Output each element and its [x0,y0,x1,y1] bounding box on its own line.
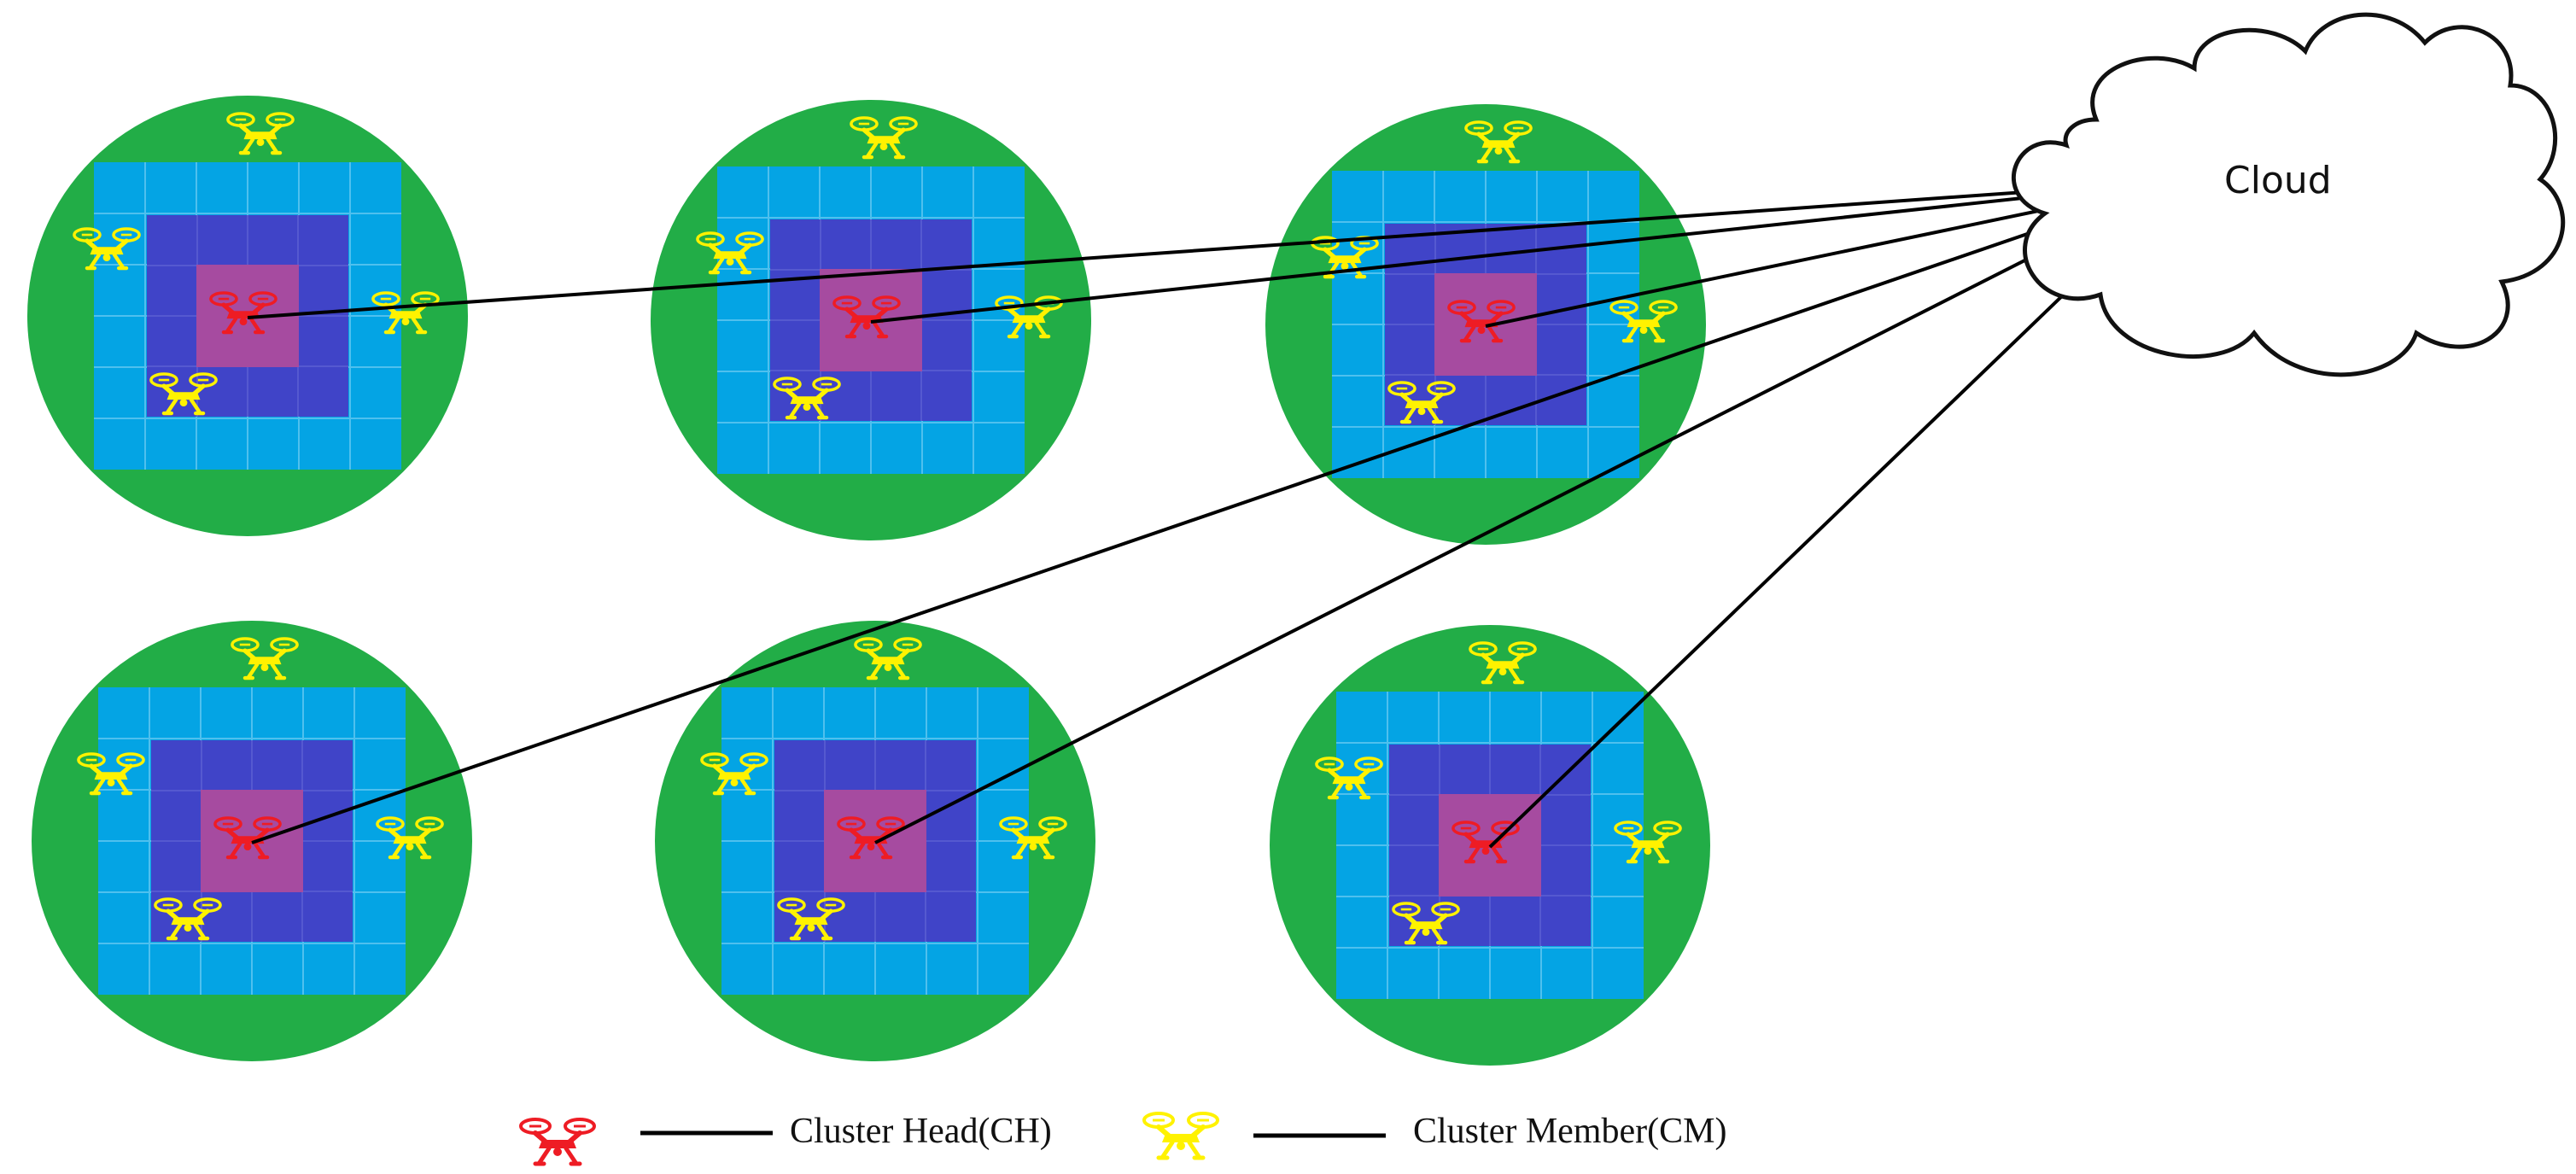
legend: Cluster Head(CH) Cluster Member(CM) [521,1112,1726,1164]
legend-label-cm: Cluster Member(CM) [1413,1112,1726,1151]
legend-cluster-member: Cluster Member(CM) [1144,1112,1726,1158]
cloud-node: Cloud [2011,12,2566,377]
ch-cloud-link [251,179,2182,844]
ch-cloud-link [874,179,2182,844]
legend-cluster-head: Cluster Head(CH) [521,1112,1052,1164]
cloud-icon [2011,12,2566,377]
ch-cloud-link [870,179,2182,324]
cluster-head-drone-icon [521,1119,594,1164]
legend-label-ch: Cluster Head(CH) [790,1112,1052,1151]
cluster-1 [27,96,468,536]
clusters-layer [27,96,1710,1066]
cluster-member-drone-icon [1144,1113,1218,1158]
cloud-label: Cloud [2224,159,2332,202]
links-layer [247,179,2183,849]
ch-cloud-link [247,179,2182,319]
cluster-5 [655,621,1095,1061]
